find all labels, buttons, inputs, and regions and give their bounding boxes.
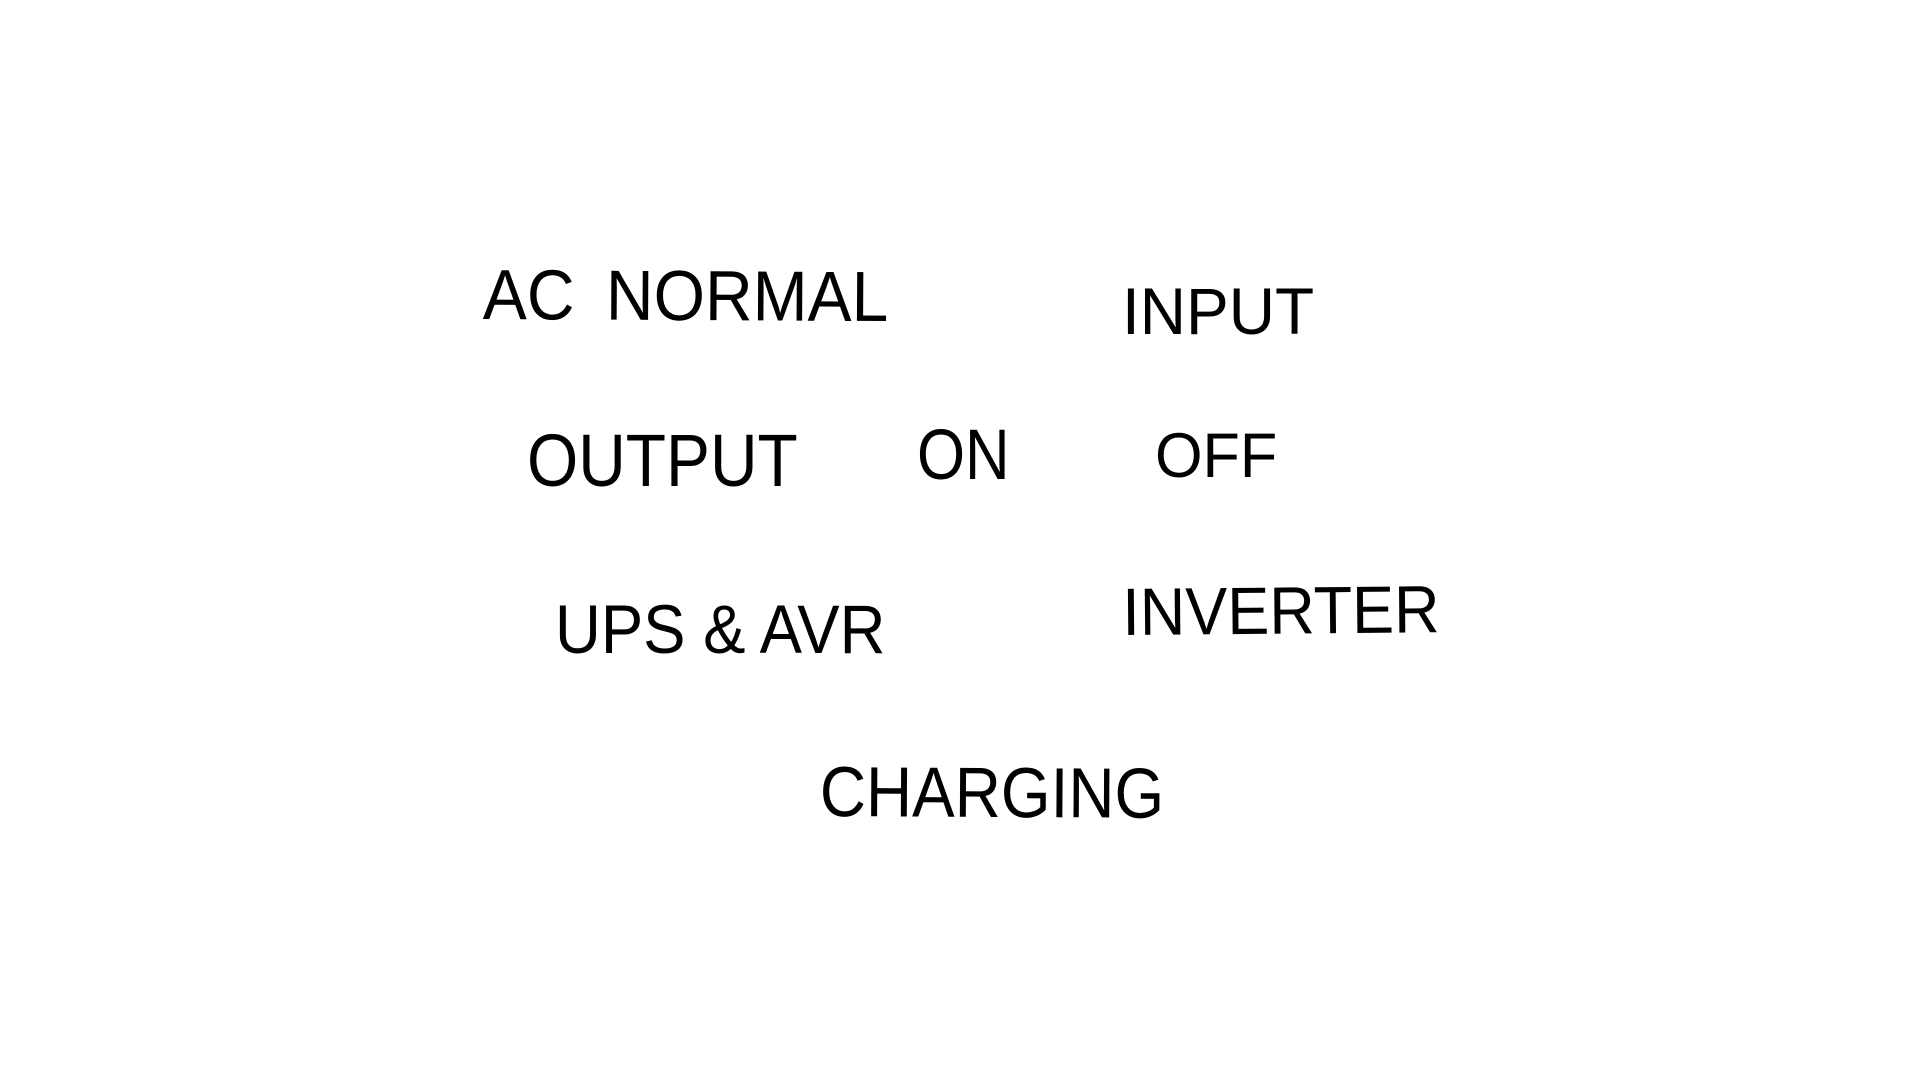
label-ac-normal: AC NORMAL (482, 256, 889, 338)
label-off: OFF (1155, 421, 1278, 491)
label-input: INPUT (1122, 274, 1315, 348)
label-inverter: INVERTER (1121, 572, 1440, 650)
label-output: OUTPUT (527, 419, 798, 502)
label-ups-avr: UPS & AVR (555, 591, 886, 668)
label-charging: CHARGING (819, 753, 1165, 834)
label-on: ON (917, 416, 1010, 495)
